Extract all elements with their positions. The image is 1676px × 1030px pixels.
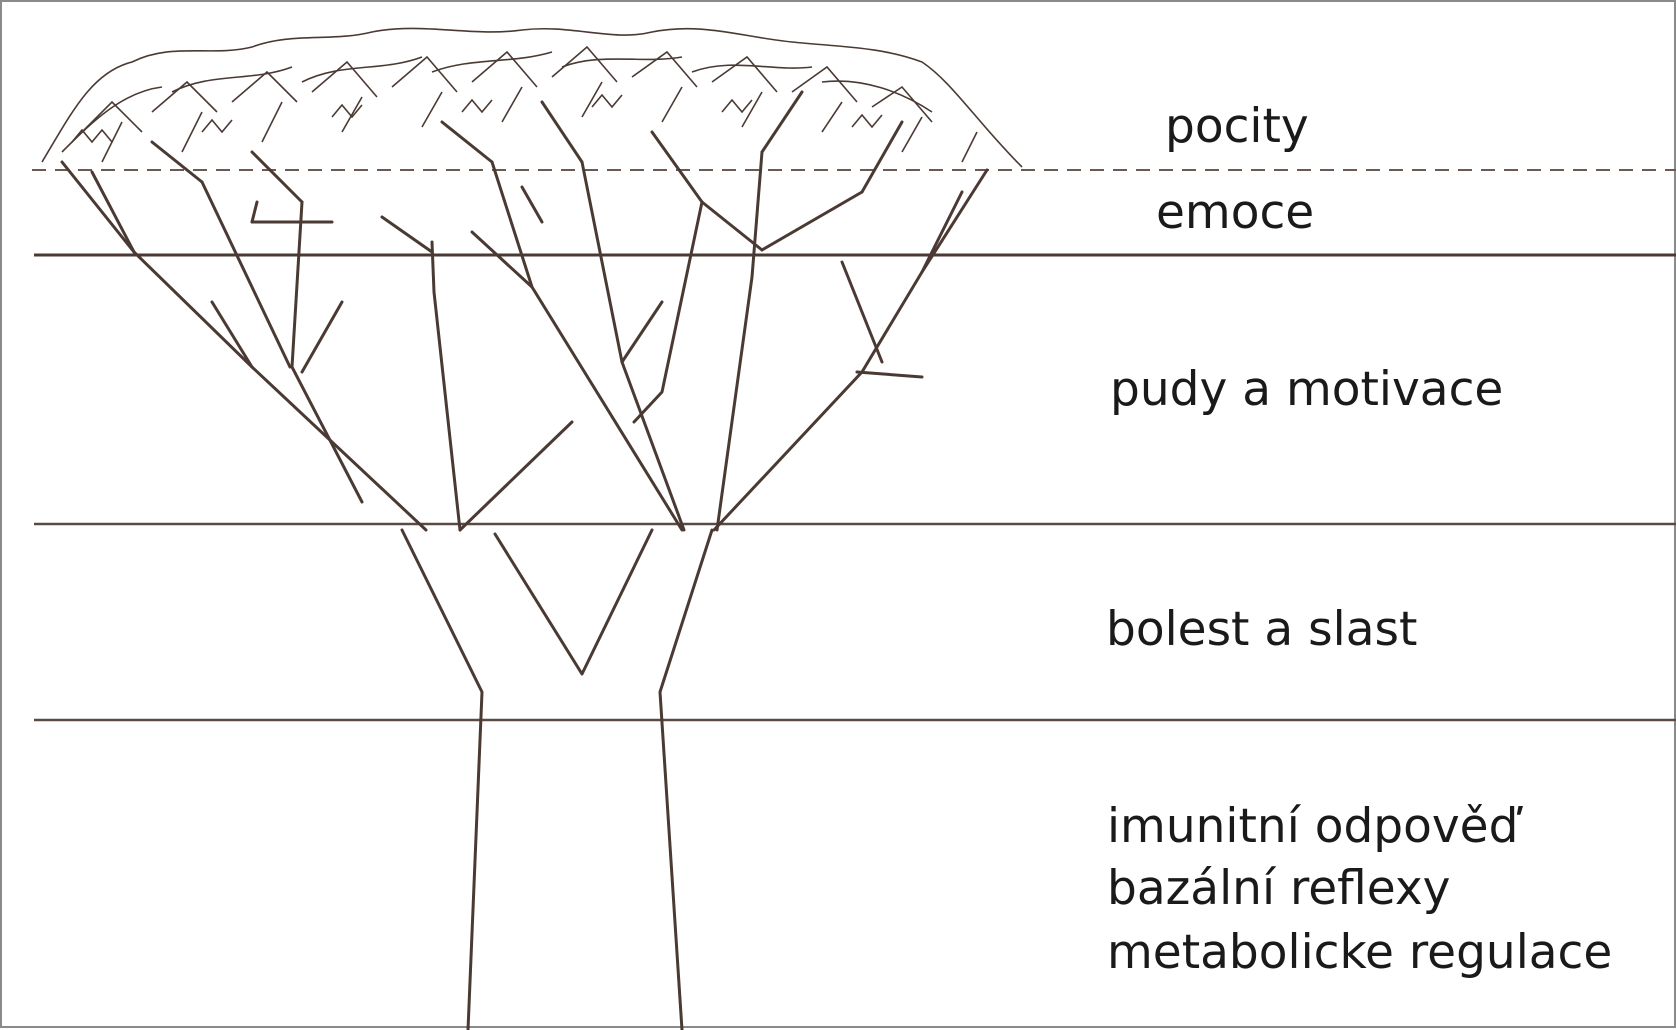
level-label-pudy-a-motivace: pudy a motivace — [1110, 357, 1503, 423]
level-label-pocity: pocity — [1165, 94, 1309, 160]
level-label-bazalni-reflexy: bazální reflexy — [1107, 856, 1450, 922]
tree-trunk-and-branches — [62, 92, 987, 1030]
level-label-imunitni-odpoved: imunitní odpověď — [1107, 794, 1518, 860]
level-label-emoce: emoce — [1156, 180, 1314, 246]
level-label-bolest-a-slast: bolest a slast — [1106, 597, 1417, 663]
tree-canopy — [42, 28, 1022, 167]
level-label-metabolicke-regulace: metabolicke regulace — [1107, 920, 1612, 986]
